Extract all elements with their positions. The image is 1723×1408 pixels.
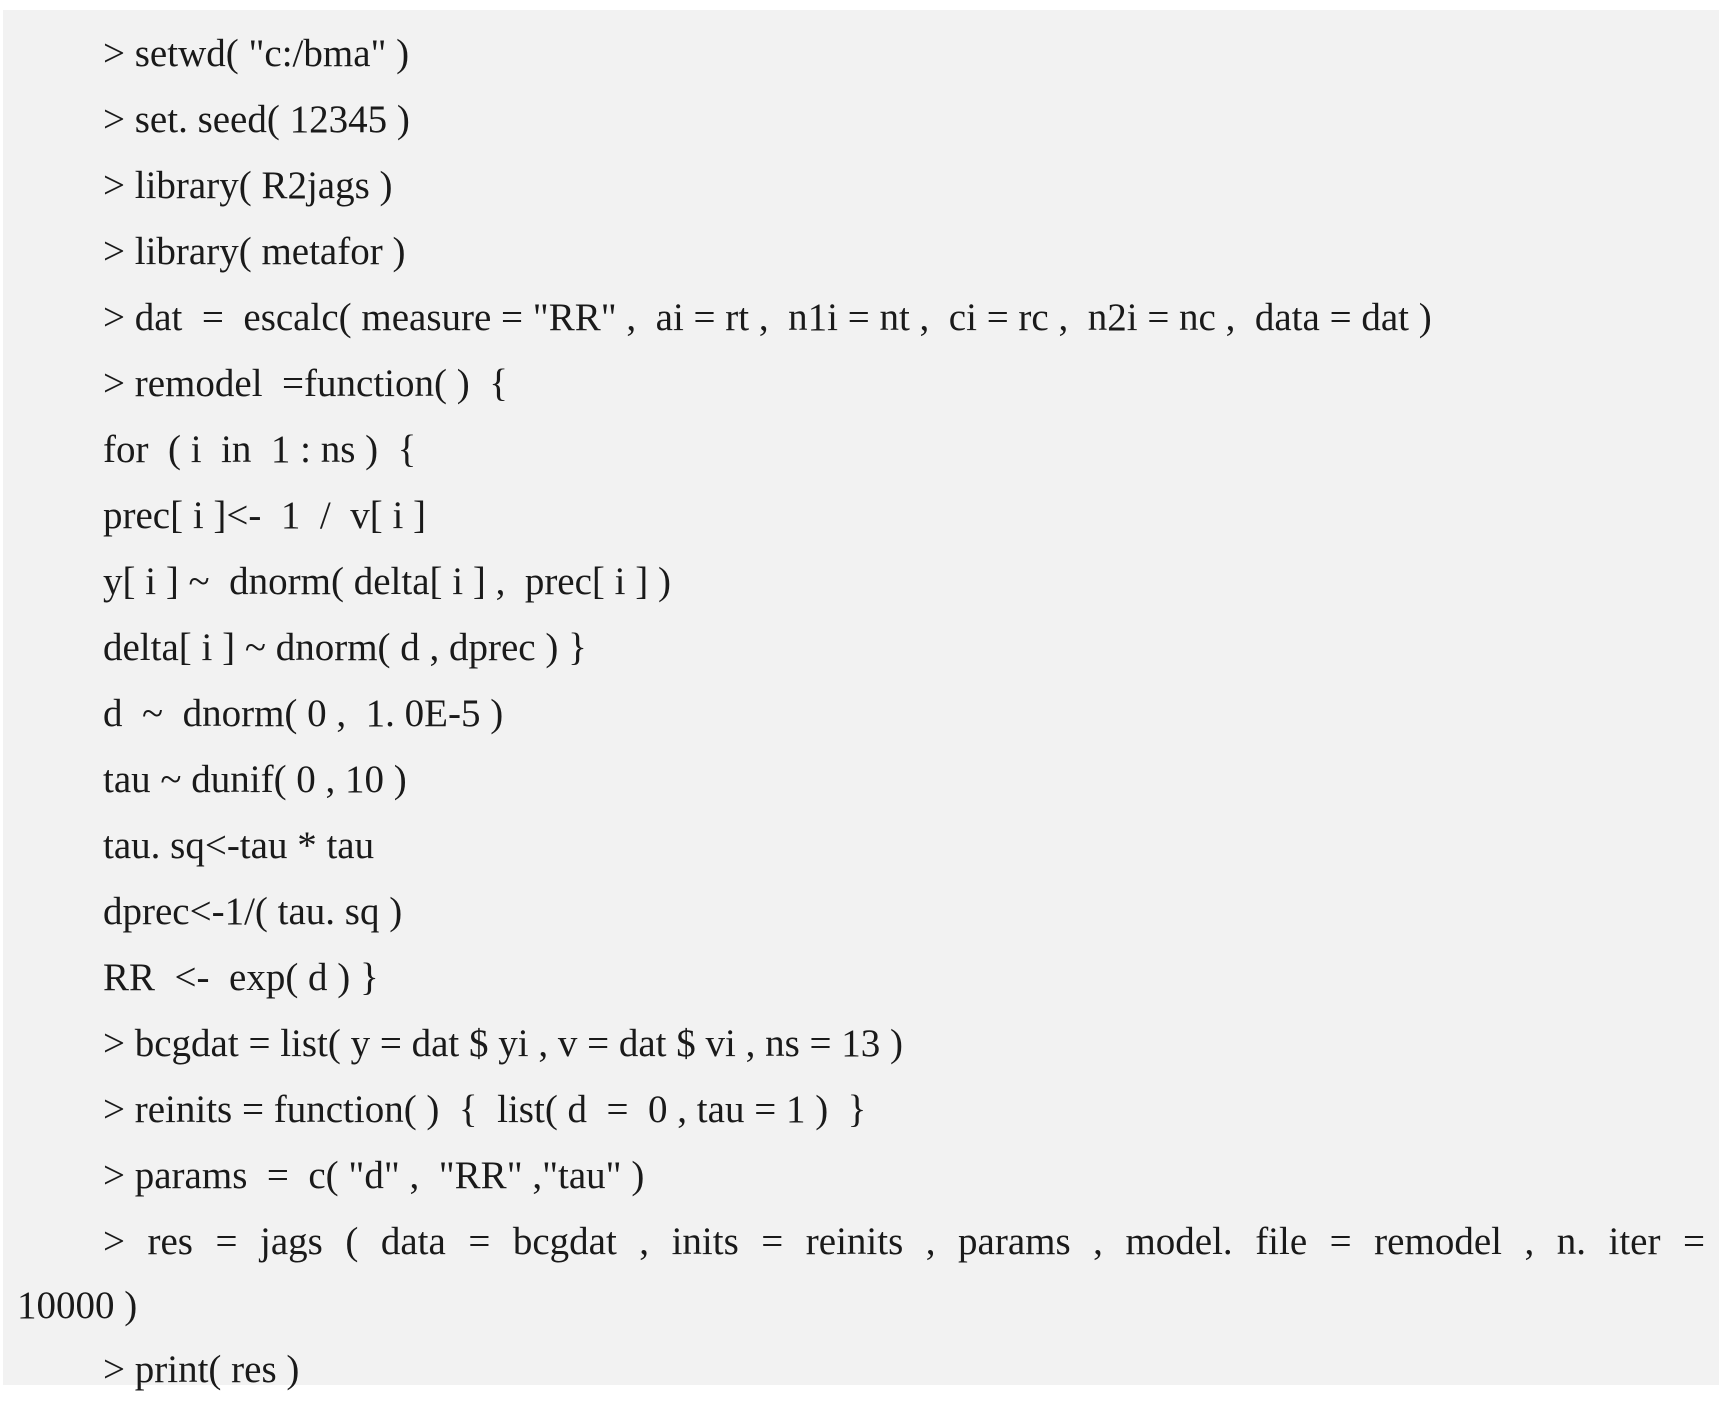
code-line-19-continuation: 10000 ) <box>17 1284 138 1327</box>
code-line-3: > library( R2jags ) <box>103 164 393 207</box>
code-line-13: tau. sq<-tau * tau <box>103 824 375 867</box>
code-line-2: > set. seed( 12345 ) <box>103 98 410 141</box>
code-block: > setwd( "c:/bma" ) > set. seed( 12345 )… <box>3 10 1719 1391</box>
code-line-12: tau ~ dunif( 0 , 10 ) <box>103 758 407 801</box>
code-line-6: > remodel =function( ) { <box>103 362 508 405</box>
code-line-14: dprec<-1/( tau. sq ) <box>103 890 403 933</box>
code-line-8: prec[ i ]<- 1 / v[ i ] <box>103 494 427 537</box>
code-line-1: > setwd( "c:/bma" ) <box>103 32 410 75</box>
code-line-20: > print( res ) <box>103 1348 300 1391</box>
code-line-4: > library( metafor ) <box>103 230 406 273</box>
code-line-16: > bcgdat = list( y = dat $ yi , v = dat … <box>103 1022 903 1065</box>
code-line-19: > res = jags ( data = bcgdat , inits = r… <box>103 1220 1705 1263</box>
code-line-18: > params = c( "d" , "RR" ,"tau" ) <box>103 1154 645 1197</box>
code-line-15: RR <- exp( d ) } <box>103 956 379 999</box>
code-line-5: > dat = escalc( measure = "RR" , ai = rt… <box>103 296 1432 339</box>
code-line-17: > reinits = function( ) { list( d = 0 , … <box>103 1088 867 1131</box>
code-line-9: y[ i ] ~ dnorm( delta[ i ] , prec[ i ] ) <box>103 560 671 603</box>
code-line-7: for ( i in 1 : ns ) { <box>103 428 417 471</box>
code-line-11: d ~ dnorm( 0 , 1. 0E-5 ) <box>103 692 504 735</box>
code-line-10: delta[ i ] ~ dnorm( d , dprec ) } <box>103 626 587 669</box>
